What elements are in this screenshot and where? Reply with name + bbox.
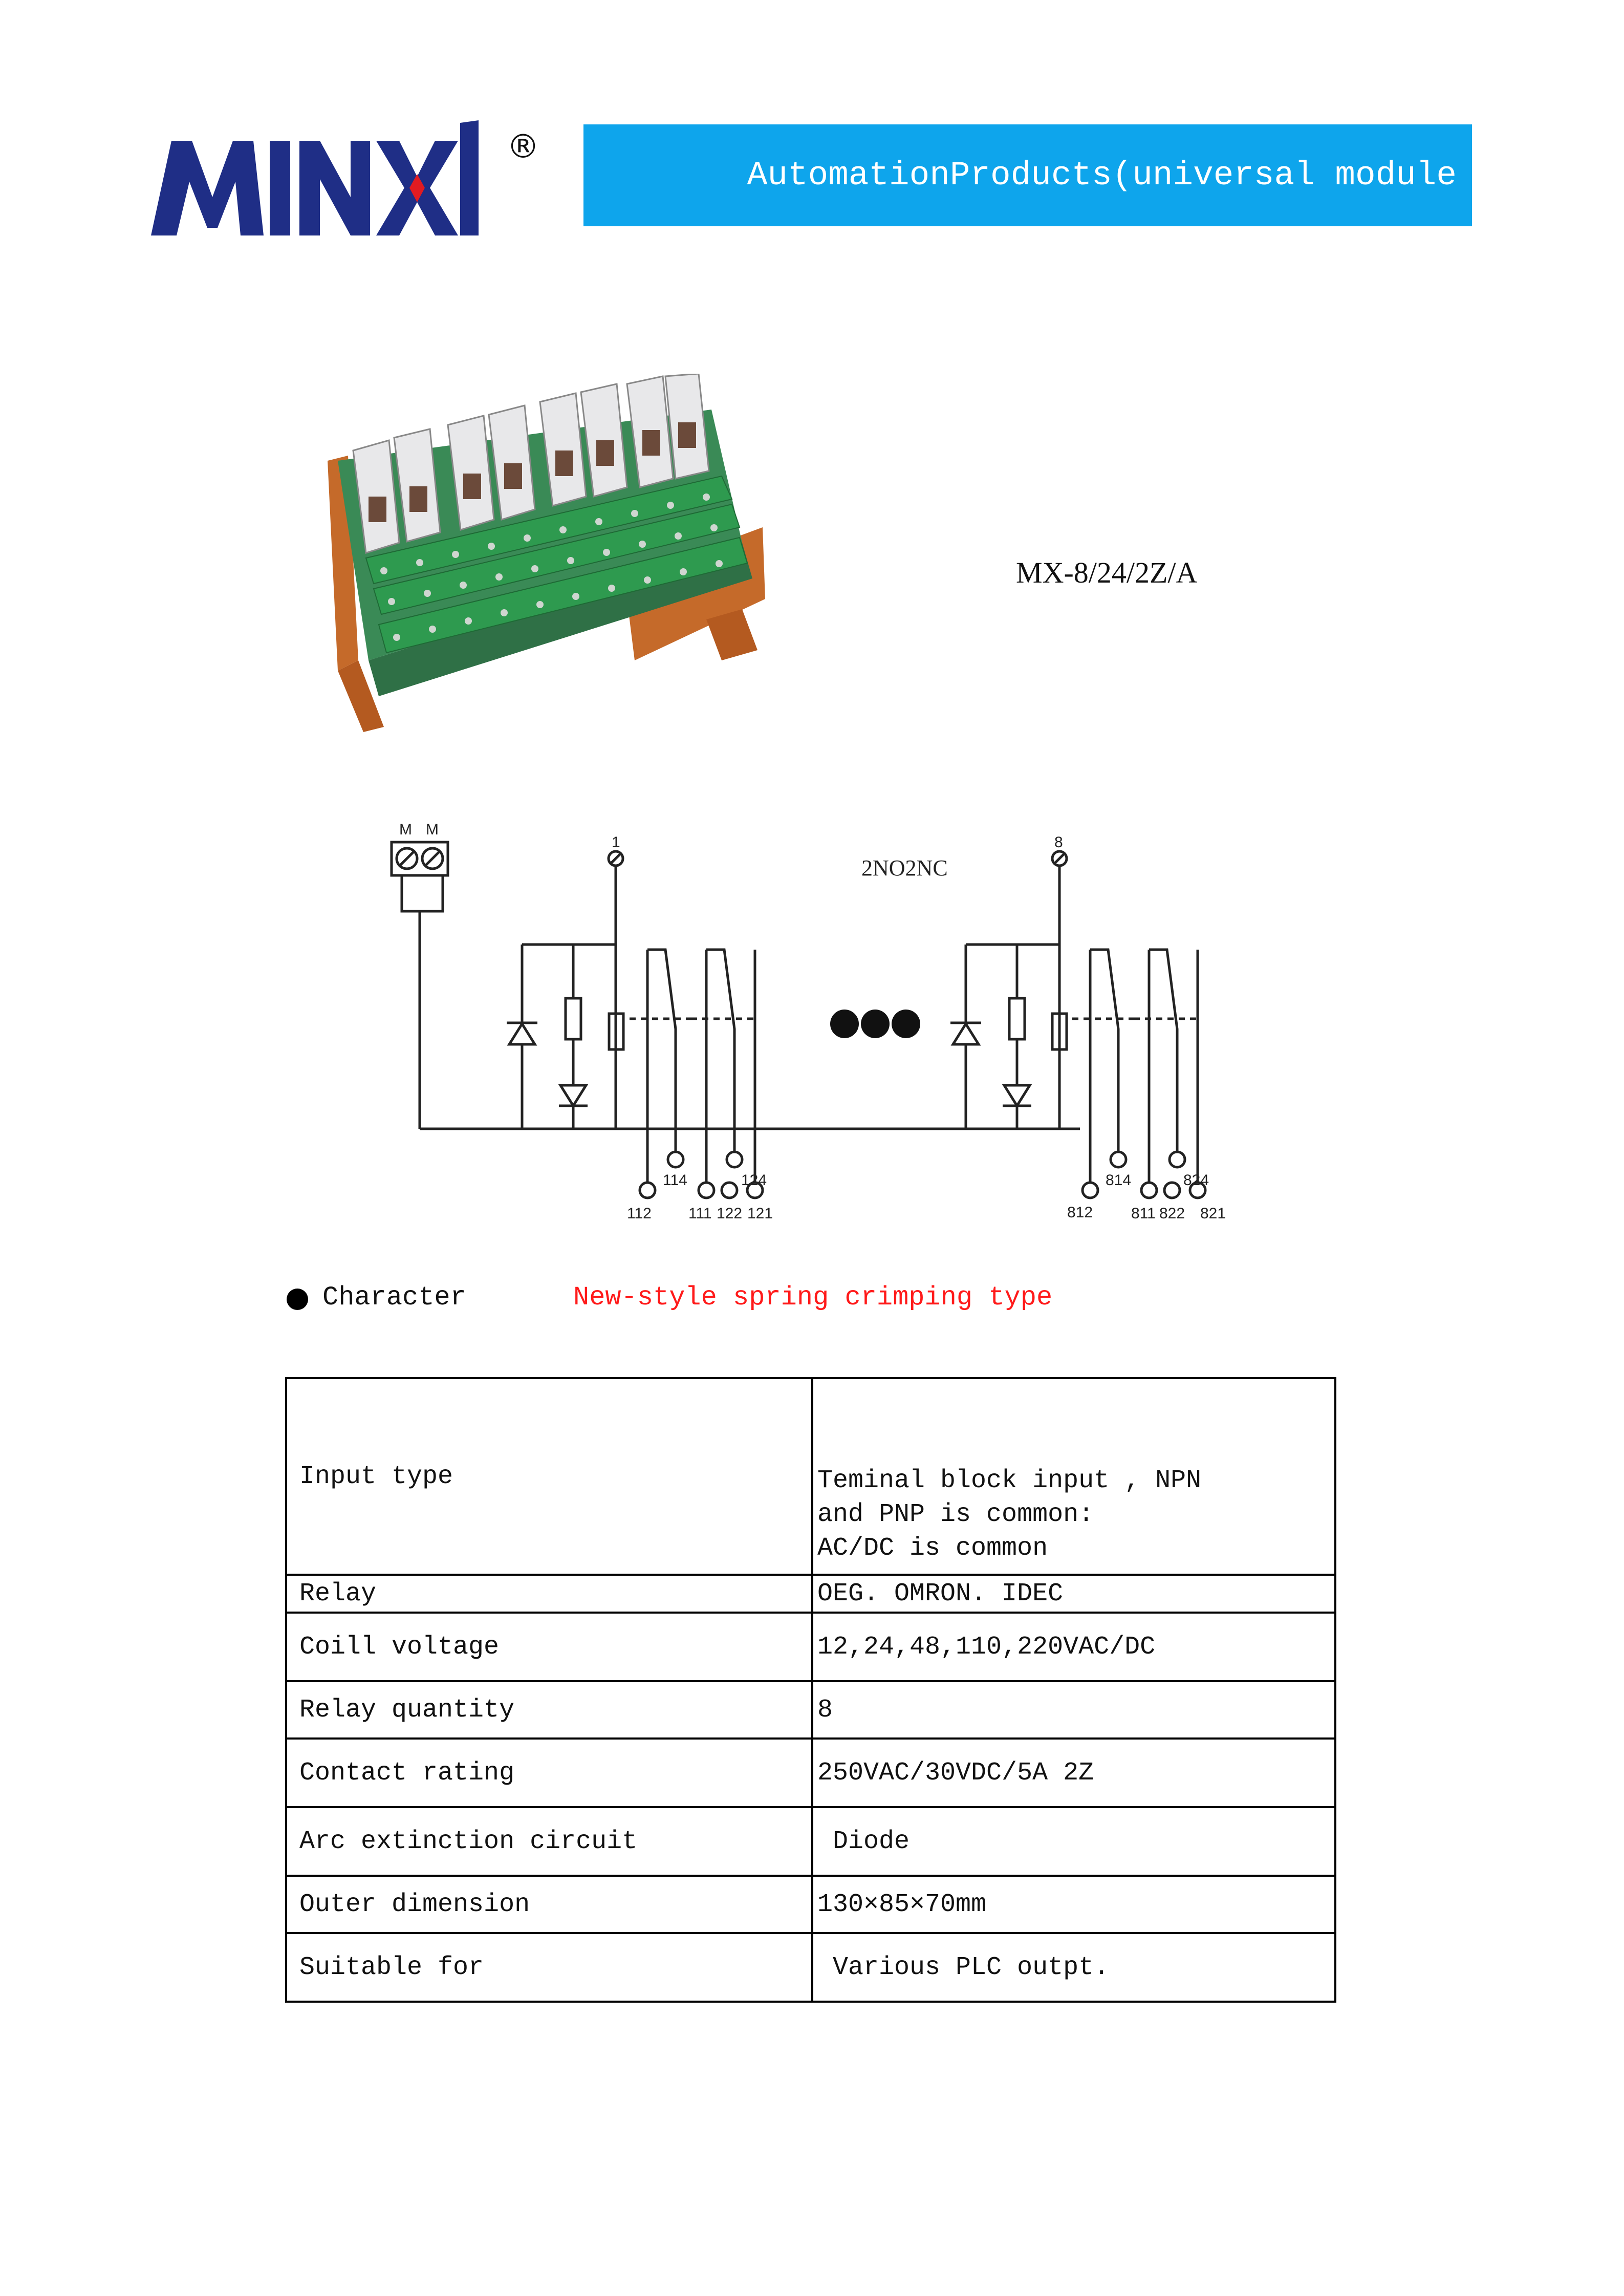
character-label: Character [322,1282,466,1313]
table-row: Relay OEG. OMRON. IDEC [285,1574,1336,1614]
header-banner: AutomationProducts(universal module [583,124,1472,226]
spec-value: Diode [811,1806,1336,1877]
terminal-label: 814 [1106,1172,1131,1189]
table-row: Coill voltage 12,24,48,110,220VAC/DC [285,1612,1336,1682]
registered-mark: ® [507,128,539,166]
spec-label: Arc extinction circuit [285,1806,813,1877]
power-terminal-label: M [426,821,439,838]
table-row: Contact rating 250VAC/30VDC/5A 2Z [285,1737,1336,1808]
model-number: MX-8/24/2Z/A [1016,556,1198,589]
spec-label: Relay quantity [285,1680,813,1740]
spec-label: Relay [285,1574,813,1614]
channel-label: 8 [1054,834,1063,851]
table-row: Input type Teminal block input , NPN and… [285,1377,1336,1576]
spec-value: 130×85×70mm [811,1875,1336,1934]
spec-label: Outer dimension [285,1875,813,1934]
spec-value: 8 [811,1680,1336,1740]
spec-table: Input type Teminal block input , NPN and… [285,1377,1336,2003]
spec-label: Suitable for [285,1932,813,2003]
channel-label: 1 [612,834,620,851]
character-value: New-style spring crimping type [573,1282,1053,1313]
spec-value: Teminal block input , NPN and PNP is com… [811,1377,1336,1576]
terminal-label: 821 [1200,1205,1226,1222]
wiring-diagram: M M 1 8 114 124 112 111 122 121 814 824 … [390,821,1226,1222]
terminal-label: 812 [1067,1204,1093,1221]
terminal-label: 811 [1131,1205,1156,1222]
spec-value: 250VAC/30VDC/5A 2Z [811,1737,1336,1808]
banner-title: AutomationProducts(universal module [747,156,1457,195]
table-row: Relay quantity 8 [285,1680,1336,1740]
spec-label: Coill voltage [285,1612,813,1682]
spec-value-line: AC/DC is common [817,1534,1048,1563]
table-row: Arc extinction circuit Diode [285,1806,1336,1877]
spec-value: OEG. OMRON. IDEC [811,1574,1336,1614]
terminal-label: 122 [717,1205,742,1222]
minxi-logo [151,120,479,235]
product-photo [328,374,765,732]
terminal-label: 822 [1159,1205,1185,1222]
terminal-label: 121 [747,1205,773,1222]
terminal-label: 112 [627,1205,652,1222]
spec-label: Input type [285,1377,813,1576]
table-row: Suitable for Various PLC outpt. [285,1932,1336,2003]
spec-label: Contact rating [285,1737,813,1808]
power-terminal-label: M [399,821,412,838]
contact-type-label: 2NO2NC [861,855,948,881]
terminal-label: 111 [688,1205,712,1222]
spec-value-line: Teminal block input , NPN [817,1466,1202,1495]
spec-value: Various PLC outpt. [811,1932,1336,2003]
table-row: Outer dimension 130×85×70mm [285,1875,1336,1934]
spec-value-line: and PNP is common: [817,1500,1094,1529]
bullet-icon [287,1289,308,1310]
terminal-label: 824 [1183,1172,1209,1189]
terminal-label: 124 [741,1172,767,1189]
terminal-label: 114 [663,1172,687,1189]
spec-value: 12,24,48,110,220VAC/DC [811,1612,1336,1682]
